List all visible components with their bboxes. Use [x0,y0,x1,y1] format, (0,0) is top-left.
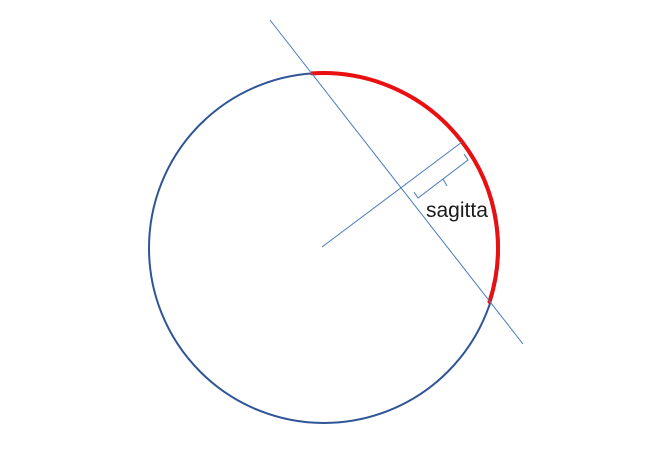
sagitta-bracket [413,153,469,199]
sagitta-bracket-tick [442,178,448,187]
chord-line [269,19,524,345]
radius-line [321,141,463,248]
chord-arc [310,71,500,304]
sagitta-label: sagitta [426,199,488,222]
